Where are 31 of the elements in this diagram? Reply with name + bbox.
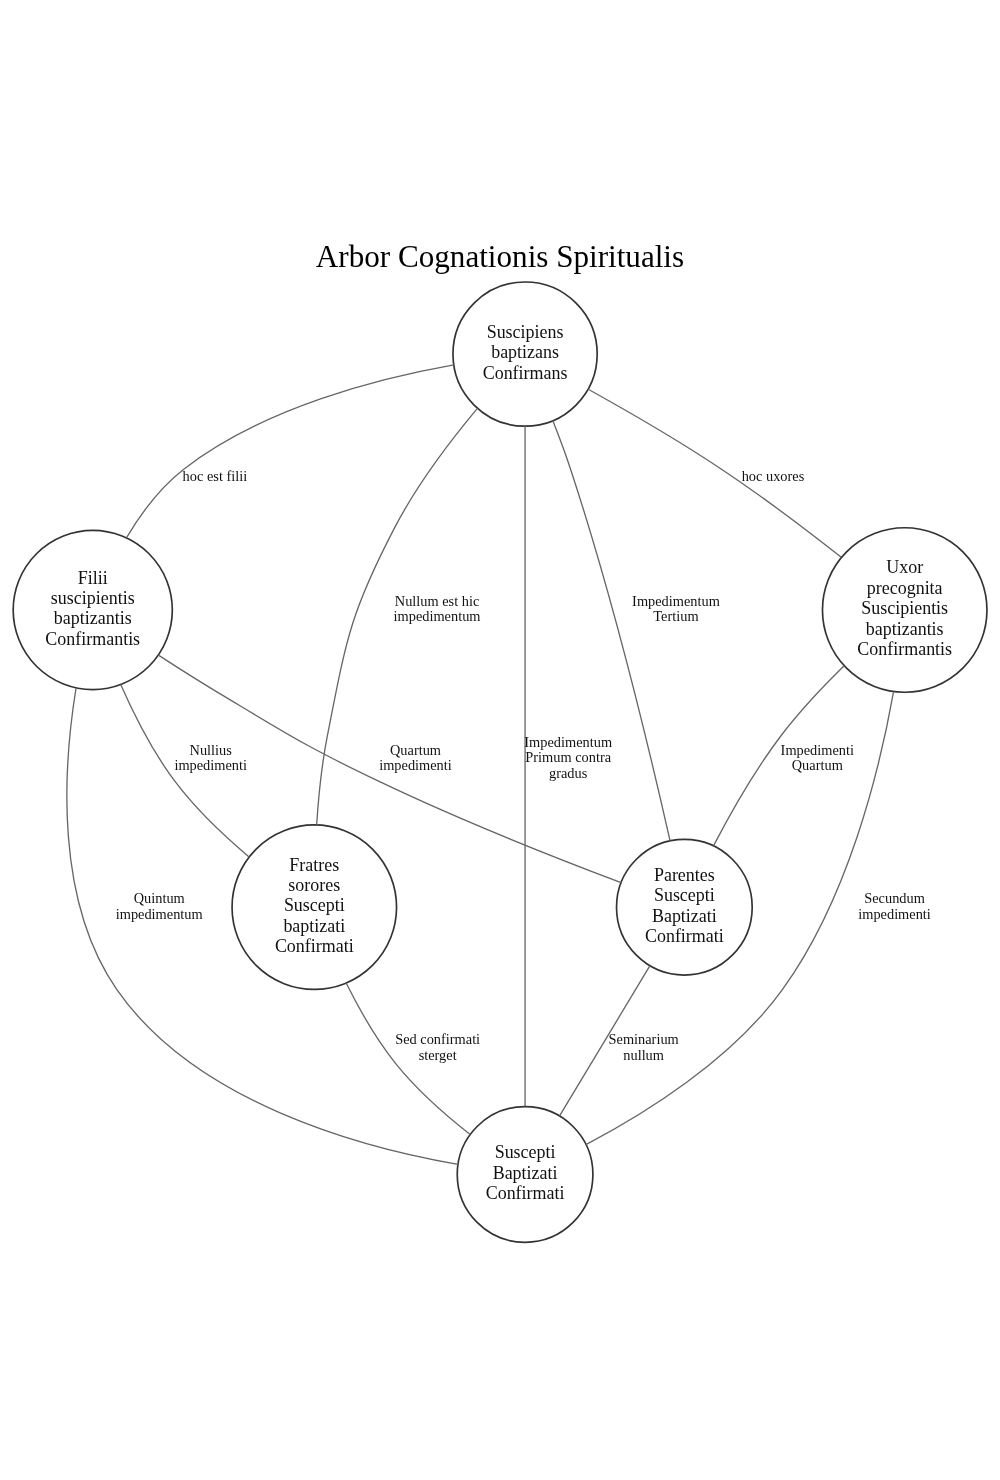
node-circle: Filii suscipientis baptizantis Confirmantis [12, 529, 174, 691]
edge-label: Nullum est hic impedimentum [393, 592, 481, 625]
edge-label: Impedimentum Primum contra gradus [524, 733, 613, 781]
edge-label: Impedimenti Quartum [780, 741, 854, 774]
connector [712, 665, 845, 847]
connector [552, 420, 671, 842]
connector [157, 654, 622, 884]
edge-label: Quartum impedimenti [379, 741, 452, 774]
edge-label: Secundum impedimenti [858, 890, 931, 922]
node-circle: Uxor precognita Suscipientis baptizantis Confirmantis [821, 526, 988, 694]
connector [66, 687, 459, 1166]
node-circle: Parentes Suscepti Baptizati Confirmati [615, 838, 754, 976]
connector [120, 683, 250, 858]
edge-label: Quintum impedimentum [115, 890, 203, 922]
edge-label: Nullius impedimenti [174, 741, 248, 774]
connector [125, 364, 455, 539]
connector [524, 425, 526, 1107]
node-circle: Suscipiens baptizans Confirmans [452, 281, 598, 427]
connector [345, 982, 471, 1136]
node-circle: Fratres sorores Suscepti baptizati Confirmati [231, 824, 398, 991]
node-circle: Suscepti Baptizati Confirmati [456, 1105, 594, 1244]
edge-label: Sed confirmati sterget [395, 1030, 481, 1063]
edge-label: hoc est filii [182, 467, 248, 484]
connector [558, 965, 651, 1117]
connector [316, 407, 479, 826]
edge-label: Impedimentum Tertium [632, 592, 720, 625]
edge-label: Seminarium nullum [608, 1030, 679, 1063]
edge-label: hoc uxores [741, 467, 805, 484]
connector [587, 388, 842, 558]
diagram-title: Arbor Cognationis Spiritualis [315, 239, 685, 275]
connector [585, 690, 895, 1146]
